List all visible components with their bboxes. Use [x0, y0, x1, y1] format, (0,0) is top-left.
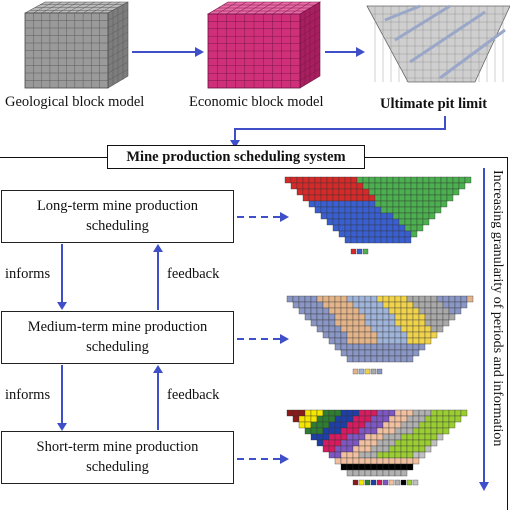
long-term-scheduling-label: Long-term mine production scheduling: [36, 197, 199, 234]
informs-feedback-arrows: [57, 244, 163, 431]
medium-term-pit-schedule: [286, 295, 474, 375]
short-term-pit-schedule: [286, 409, 468, 486]
ultimate-pit-limit-label: Ultimate pit limit: [380, 96, 488, 112]
feedback-label-2: feedback: [167, 387, 220, 403]
geological-block-model-cube: [24, 1, 129, 89]
informs-label-2: informs: [5, 387, 51, 403]
long-term-scheduling-box: Long-term mine production scheduling: [1, 190, 234, 243]
long-term-pit-schedule: [284, 176, 472, 255]
medium-term-scheduling-box: Medium-term mine production scheduling: [1, 311, 234, 364]
model-flow-arrows: [132, 47, 446, 148]
short-term-scheduling-label: Short-term mine production scheduling: [36, 438, 199, 475]
granularity-side-label: Increasing granularity of periods and in…: [490, 170, 505, 447]
granularity-arrow: [479, 168, 489, 491]
informs-label-1: informs: [5, 266, 51, 282]
economic-block-model-label: Economic block model: [189, 94, 324, 110]
medium-term-scheduling-label: Medium-term mine production scheduling: [27, 318, 208, 355]
feedback-label-1: feedback: [167, 266, 220, 282]
top-block-models: [24, 1, 510, 148]
geological-block-model-label: Geological block model: [5, 94, 145, 110]
ultimate-pit-limit-shape: [366, 4, 510, 83]
dashed-connector-arrows: [237, 212, 289, 464]
economic-block-model-cube: [206, 1, 322, 89]
system-title: Mine production scheduling system: [107, 145, 365, 169]
short-term-scheduling-box: Short-term mine production scheduling: [1, 431, 234, 484]
